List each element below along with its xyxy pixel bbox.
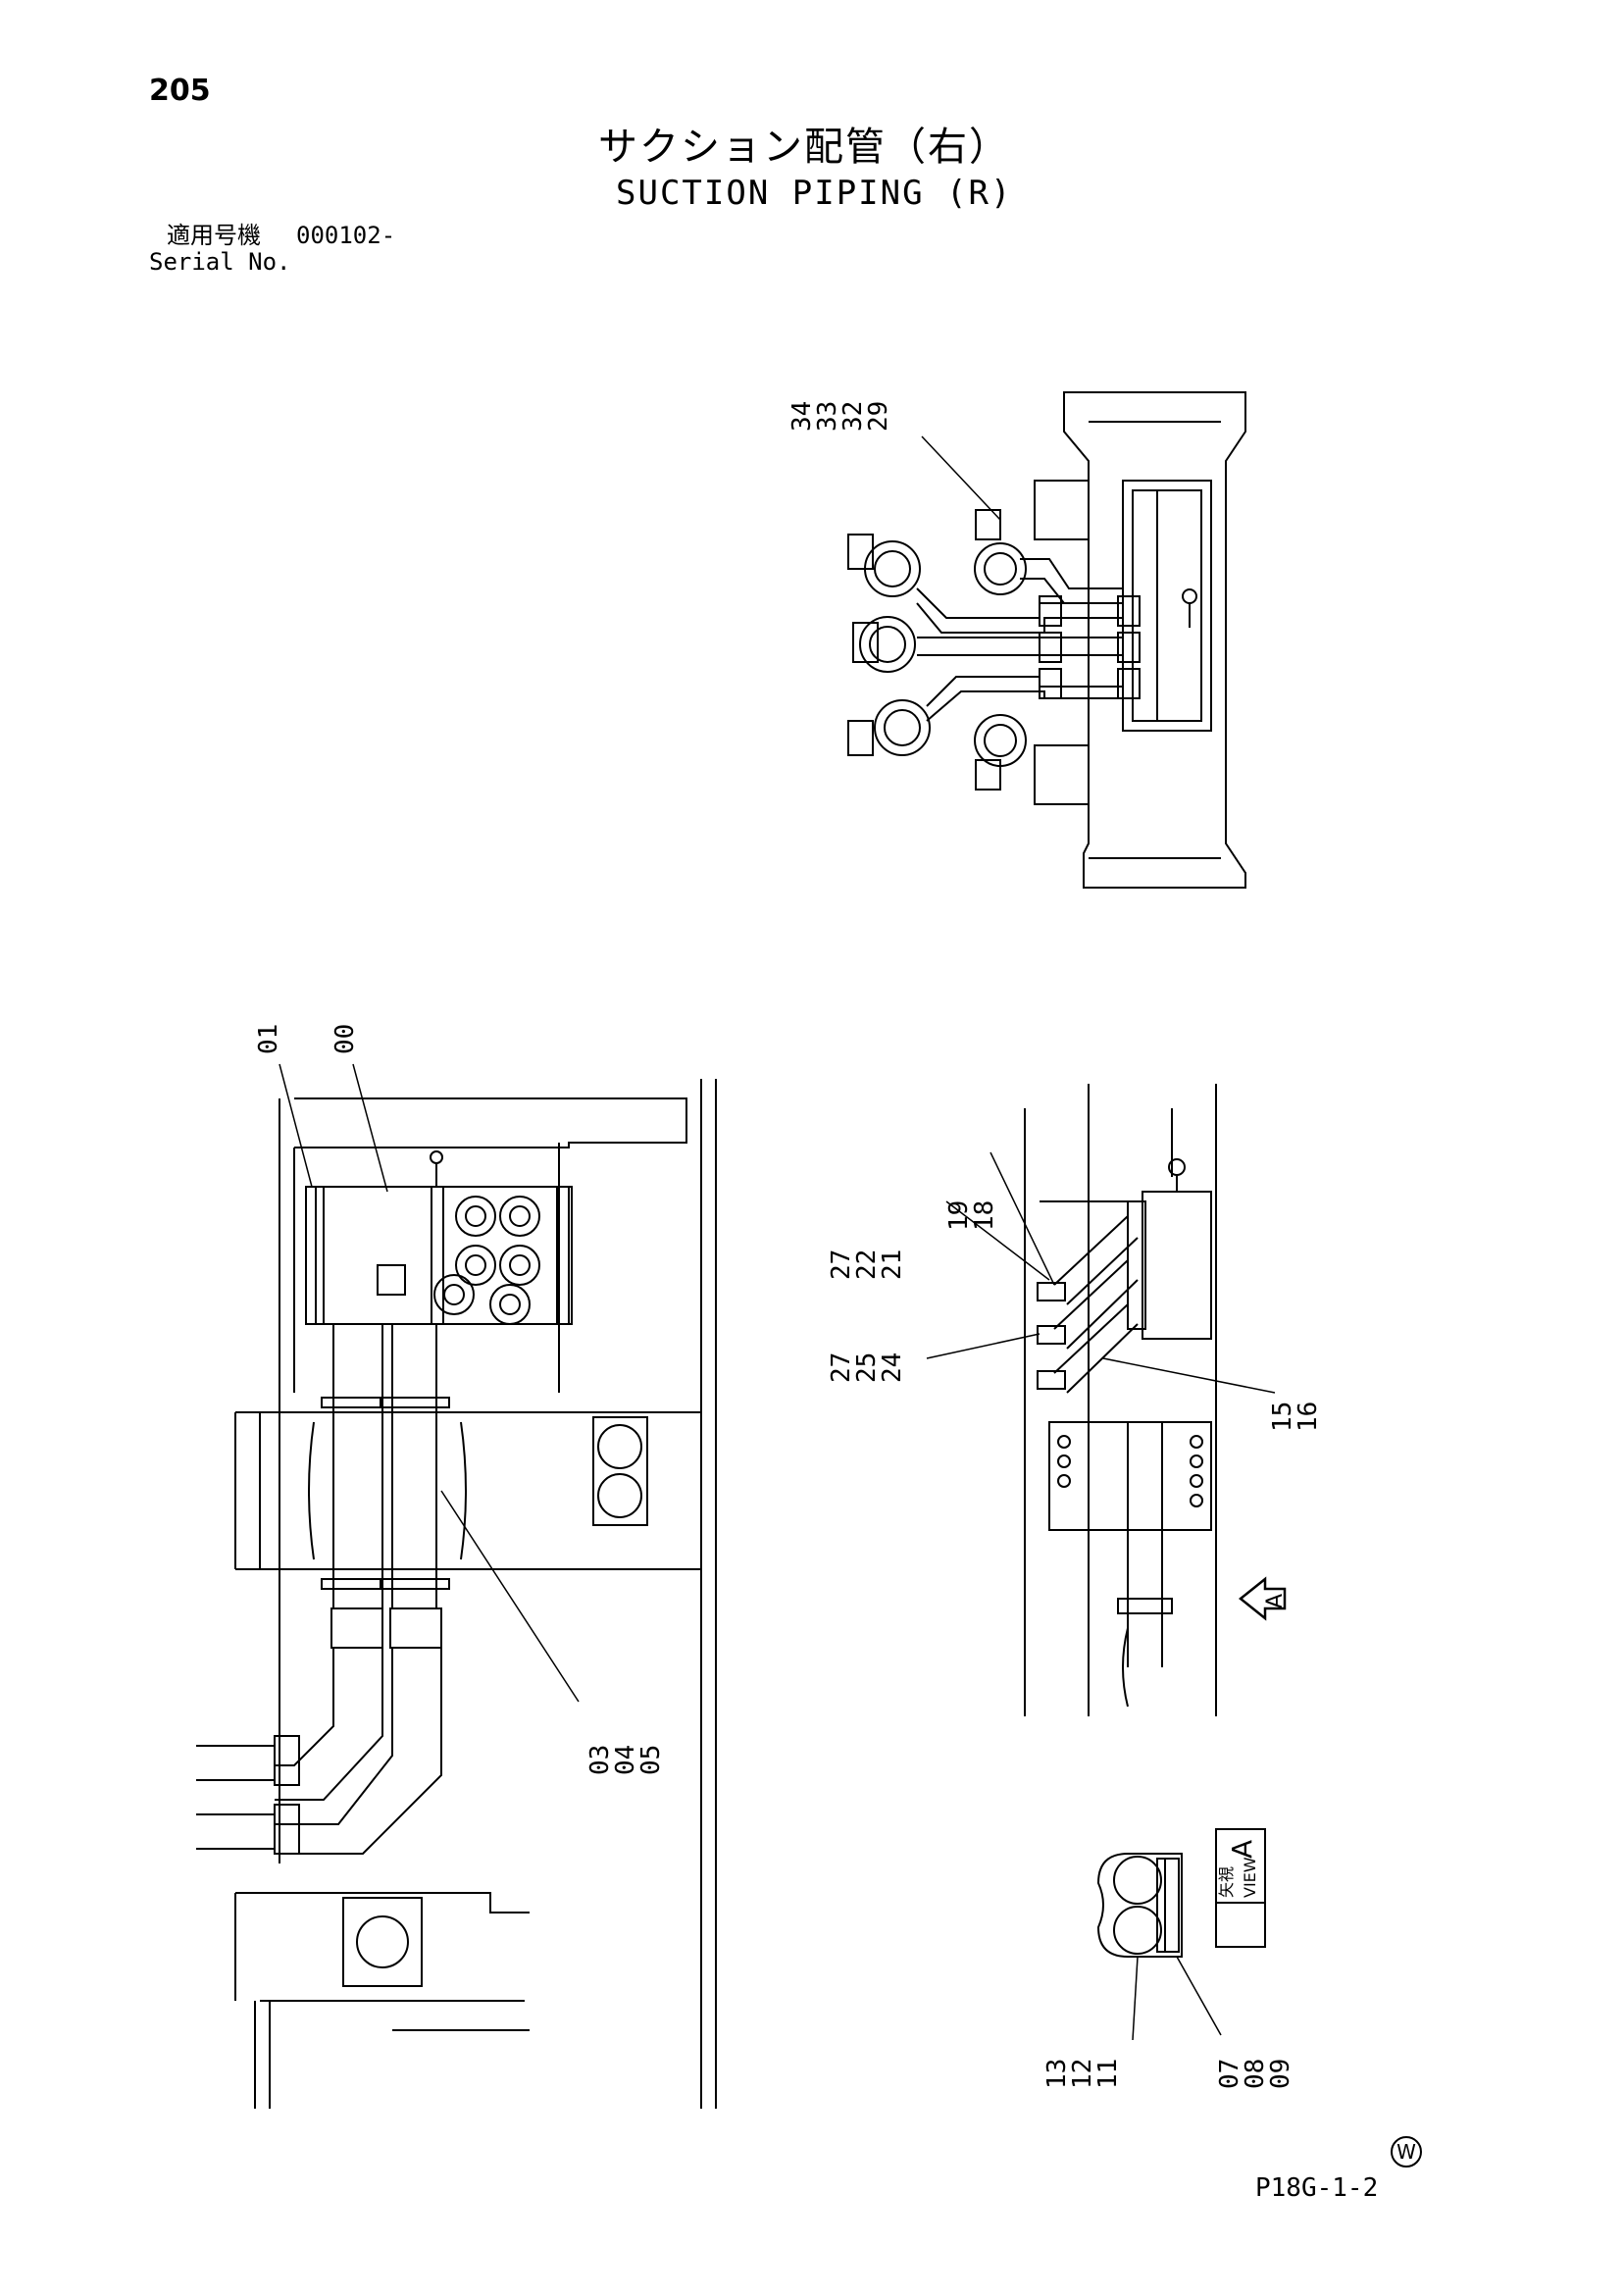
serial-label-japanese: 適用号機 — [167, 222, 261, 249]
view-a-drawing — [1096, 1828, 1266, 2041]
side-view-drawing — [926, 1084, 1287, 1716]
serial-number-value: 000102- — [296, 222, 396, 249]
callout-13: 13 — [1042, 2059, 1072, 2089]
w-circle-mark: W — [1391, 2136, 1422, 2168]
callout-05: 05 — [636, 1745, 666, 1775]
callout-16: 16 — [1294, 1402, 1323, 1432]
serial-label-english: Serial No. — [149, 248, 291, 276]
callout-27-b: 27 — [827, 1352, 856, 1383]
view-box-letter: A — [1226, 1840, 1258, 1859]
top-view-drawing — [847, 391, 1246, 889]
callout-24: 24 — [878, 1352, 907, 1383]
callout-09: 09 — [1266, 2059, 1295, 2089]
callout-11: 11 — [1093, 2059, 1123, 2089]
left-view-callouts: 01 00 03 04 05 — [254, 1024, 666, 1775]
callout-33: 33 — [813, 401, 842, 432]
callout-18: 18 — [970, 1200, 999, 1231]
left-view-drawing — [196, 1063, 717, 2109]
view-labels: A 矢視 VIEW A — [1217, 1594, 1288, 1898]
view-a-callouts: 13 12 11 07 08 09 — [1042, 2059, 1295, 2089]
page-title-japanese: サクション配管（右） — [598, 125, 1010, 170]
callout-15: 15 — [1268, 1402, 1297, 1432]
callout-29: 29 — [864, 401, 893, 432]
callout-07: 07 — [1215, 2059, 1244, 2089]
side-view-callouts: 19 18 27 22 21 27 25 24 15 16 — [827, 1200, 1323, 1432]
callout-34: 34 — [787, 401, 817, 432]
view-box-english: VIEW — [1241, 1857, 1259, 1898]
callout-04: 04 — [611, 1745, 640, 1775]
callout-00: 00 — [330, 1024, 360, 1054]
view-box-japanese: 矢視 — [1217, 1866, 1236, 1898]
callout-22: 22 — [852, 1250, 882, 1280]
page-title-english: SUCTION PIPING (R) — [616, 174, 1013, 213]
callout-08: 08 — [1241, 2059, 1270, 2089]
page-code: P18G-1-2 — [1255, 2173, 1379, 2203]
top-view-callouts: 34 33 32 29 — [787, 401, 893, 432]
callout-21: 21 — [878, 1250, 907, 1280]
callout-12: 12 — [1068, 2059, 1097, 2089]
callout-19: 19 — [944, 1200, 974, 1231]
view-arrow-letter: A — [1263, 1594, 1288, 1608]
callout-03: 03 — [585, 1745, 615, 1775]
callout-27-a: 27 — [827, 1250, 856, 1280]
callout-01: 01 — [254, 1024, 283, 1054]
callout-25: 25 — [852, 1352, 882, 1383]
page-number: 205 — [149, 74, 211, 108]
callout-32: 32 — [838, 401, 868, 432]
